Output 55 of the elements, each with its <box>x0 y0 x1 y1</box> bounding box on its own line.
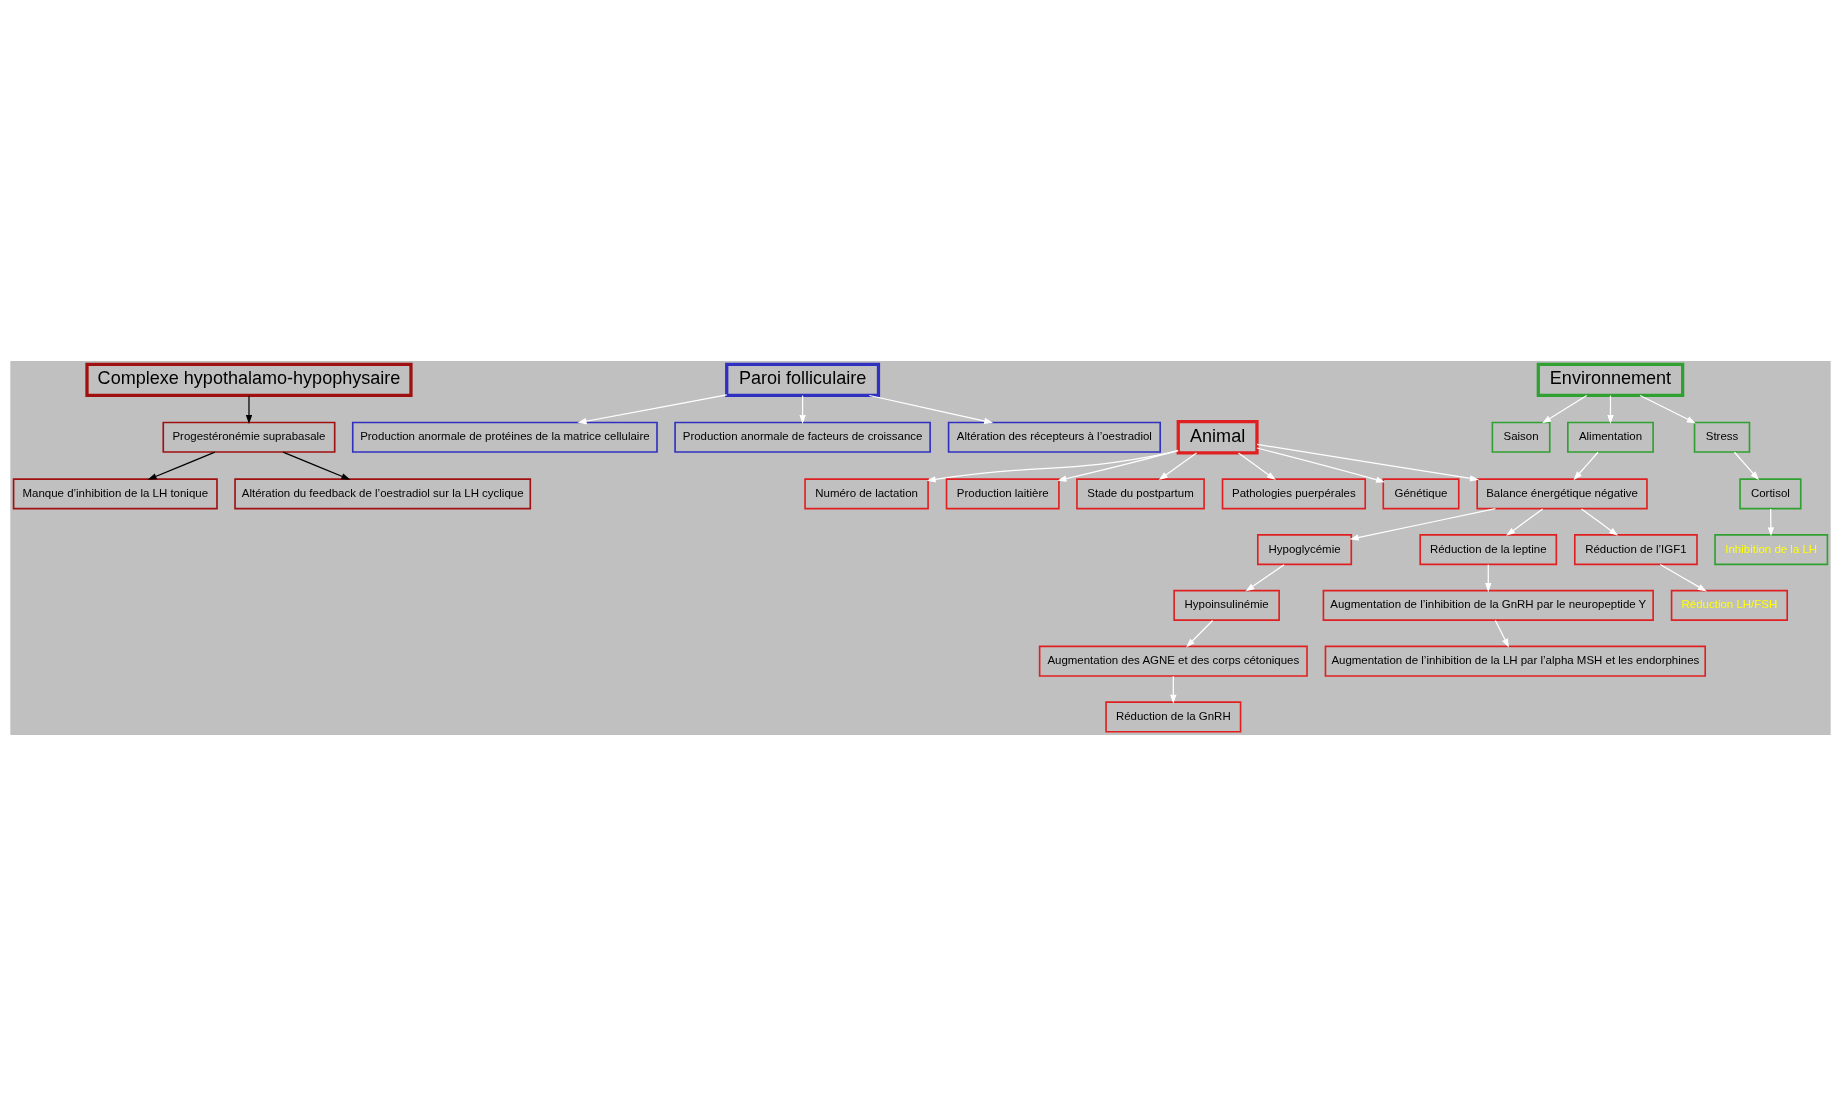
node-box: Stress <box>1693 421 1751 453</box>
node-box: Production laitière <box>945 478 1060 510</box>
node-box: Hypoinsulinémie <box>1173 589 1280 621</box>
node-box: Génétique <box>1382 478 1460 510</box>
node-box: Pathologies puerpérales <box>1221 478 1367 510</box>
arrow <box>1170 675 1177 704</box>
node-box: Production anormale de facteurs de croissance <box>674 421 931 453</box>
arrow <box>1237 452 1276 481</box>
node-box: Réduction de la leptine <box>1419 534 1558 566</box>
node-box: Numéro de lactation <box>804 478 929 510</box>
arrow <box>1639 394 1696 424</box>
arrow <box>1158 452 1198 481</box>
arrow <box>1256 447 1386 483</box>
node-box: Altération des récepteurs à l’oestradiol <box>947 421 1161 453</box>
arrow <box>1733 451 1760 481</box>
arrow <box>1256 443 1480 482</box>
node-box: Production anormale de protéines de la matrice cellulaire <box>351 421 658 453</box>
node-box: Animal <box>1176 420 1259 455</box>
arrow <box>1659 563 1707 592</box>
arrow <box>1485 564 1492 593</box>
arrow <box>1245 564 1285 592</box>
node-box: Balance énergétique négative <box>1476 478 1648 510</box>
node-box: Augmentation de l’inhibition de la GnRH par le neuropeptide Y <box>1322 589 1654 621</box>
node-box: Réduction LH/FSH <box>1670 589 1789 621</box>
node-box: Augmentation des AGNE et des corps cétoniques <box>1038 645 1308 677</box>
arrow <box>926 450 1179 483</box>
node-box: Augmentation de l’inhibition de la LH par l’alpha MSH et les endorphines <box>1324 645 1706 677</box>
node-box: Complexe hypothalamo-hypophysaire <box>85 362 413 398</box>
node-box: Environnement <box>1536 362 1685 398</box>
node-box: Paroi folliculaire <box>725 362 881 398</box>
arrow <box>1542 394 1588 424</box>
arrow <box>1186 619 1214 648</box>
arrow <box>1607 395 1614 425</box>
node-box: Stade du postpartum <box>1076 478 1205 510</box>
arrow <box>1580 508 1619 536</box>
arrow <box>1767 508 1775 537</box>
node-box: Alimentation <box>1567 421 1654 453</box>
arrow <box>868 394 994 425</box>
node-box: Progestéronémie suprabasale <box>162 421 336 453</box>
node-box: Réduction de la GnRH <box>1105 701 1242 733</box>
arrow <box>799 395 806 425</box>
arrow <box>245 395 253 425</box>
arrow <box>1349 508 1497 541</box>
arrow <box>577 394 728 425</box>
arrow <box>1506 508 1544 536</box>
node-box: Réduction de l’IGF1 <box>1573 534 1698 566</box>
node-box: Manque d’inhibition de la LH tonique <box>12 478 218 510</box>
node-box: Cortisol <box>1739 478 1802 510</box>
arrow <box>1057 449 1179 482</box>
node-box: Inhibition de la LH <box>1714 534 1829 566</box>
arrow <box>1573 451 1599 481</box>
node-box: Saison <box>1491 421 1551 453</box>
node-box: Hypoglycémie <box>1257 534 1353 566</box>
node-box: Altération du feedback de l’oestradiol sur la LH cyclique <box>234 478 532 510</box>
arrow <box>1494 619 1509 648</box>
